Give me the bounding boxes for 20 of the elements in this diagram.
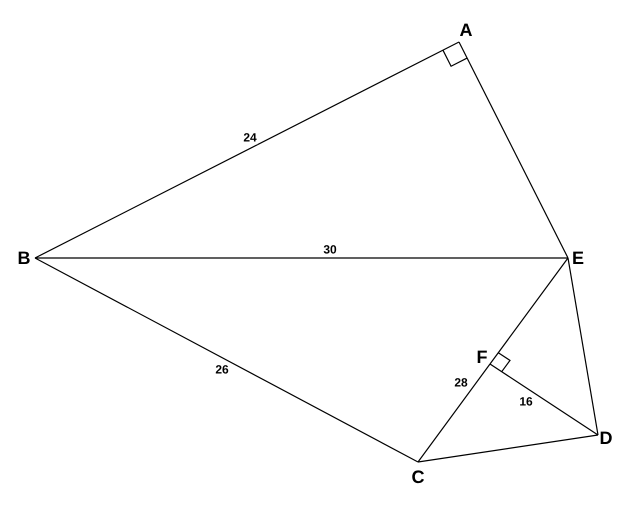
line-segment [35, 257, 568, 259]
point-label: D [600, 429, 612, 447]
line-segment [567, 258, 599, 436]
point-label: F [476, 348, 488, 366]
line-segment [490, 364, 598, 436]
point-label: A [460, 21, 472, 39]
edge-label: 26 [214, 364, 230, 376]
line-segment [34, 257, 418, 463]
point-label: C [412, 468, 424, 486]
line-segment [490, 258, 568, 364]
edge-label: 30 [322, 244, 338, 256]
line-segment [418, 434, 598, 463]
line-segment [458, 42, 569, 258]
edge-label: 24 [242, 132, 258, 144]
line-segment [418, 364, 490, 462]
line-segment [34, 41, 460, 259]
edge-label: 28 [453, 376, 469, 390]
point-label: E [572, 249, 584, 267]
point-label: B [18, 249, 30, 267]
edge-label: 16 [518, 396, 534, 408]
